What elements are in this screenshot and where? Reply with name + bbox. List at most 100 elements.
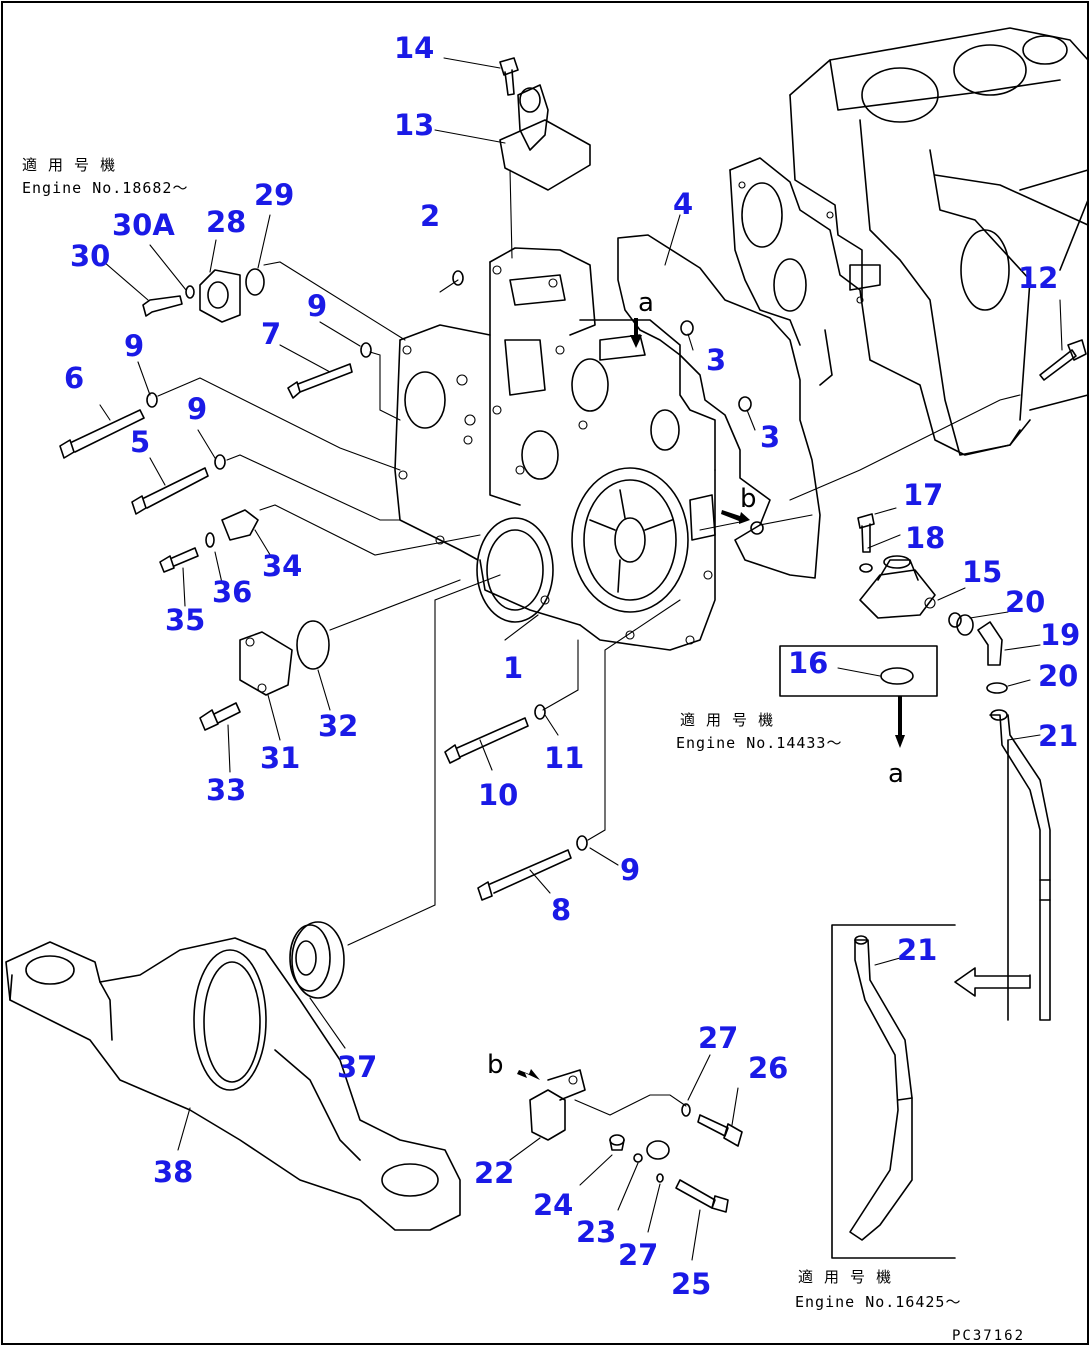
- callout-7: 7: [261, 317, 281, 351]
- callout-38: 38: [153, 1155, 193, 1189]
- engine-block: [789, 27, 1089, 456]
- timing-gear-case: [394, 247, 716, 651]
- callout-19: 19: [1040, 618, 1080, 652]
- callout-9c: 9: [187, 392, 207, 426]
- callout-18: 18: [905, 521, 945, 555]
- callout-33: 33: [206, 773, 246, 807]
- callout-20a: 20: [1005, 585, 1045, 619]
- callout-15: 15: [962, 555, 1002, 589]
- o-ring-3a: [680, 320, 694, 336]
- dowel-2: [452, 270, 464, 286]
- callout-13: 13: [394, 108, 434, 142]
- callout-21b: 21: [897, 933, 937, 967]
- callout-24: 24: [533, 1188, 573, 1222]
- oil-seal-37: [289, 921, 345, 999]
- callout-6: 6: [64, 361, 84, 395]
- callout-11: 11: [544, 741, 584, 775]
- callout-36: 36: [212, 575, 252, 609]
- bolt-17: [857, 513, 875, 573]
- marker-b-mid: [721, 510, 750, 524]
- bolt-25: [675, 1179, 729, 1213]
- callout-34: 34: [262, 549, 302, 583]
- gasket-outline: [617, 234, 821, 579]
- callout-30a: 30A: [112, 208, 175, 242]
- note-top-left-jp: 適 用 号 機: [22, 156, 116, 174]
- callout-4: 4: [673, 187, 693, 221]
- bolt-7: [287, 342, 372, 399]
- callout-3a: 3: [706, 343, 726, 377]
- clip-22: [529, 1069, 586, 1141]
- washer-27b: [656, 1173, 664, 1183]
- callout-29: 29: [254, 178, 294, 212]
- callout-25: 25: [671, 1267, 711, 1301]
- clip-20a: [948, 612, 962, 628]
- note-bottom-right-en: Engine No.16425～: [795, 1293, 961, 1311]
- bolt-5: [131, 454, 226, 515]
- cover-31: [199, 620, 330, 731]
- callout-31: 31: [260, 741, 300, 775]
- callout-9d: 9: [620, 853, 640, 887]
- arrow-a-icon: [895, 696, 905, 748]
- marker-b-label-mid: b: [740, 484, 757, 514]
- callout-5: 5: [130, 425, 150, 459]
- callout-27a: 27: [698, 1021, 738, 1055]
- marker-b-label-bottom: b: [487, 1050, 504, 1080]
- leader-lines: [99, 57, 1063, 1261]
- note-mid-right-en: Engine No.14433～: [676, 734, 842, 752]
- callout-2: 2: [420, 199, 440, 233]
- o-ring-3b: [738, 396, 752, 412]
- marker-a-label-top: a: [638, 288, 654, 318]
- inset-alternate-hose: [831, 924, 956, 1259]
- callout-17: 17: [903, 478, 943, 512]
- bolt-10: [444, 704, 546, 764]
- callout-12: 12: [1018, 261, 1058, 295]
- leader-16: [837, 667, 881, 677]
- bracket-13: [499, 84, 591, 191]
- callout-16: 16: [788, 646, 828, 680]
- note-mid-right-jp: 適 用 号 機: [680, 711, 774, 729]
- cover-28-group: [142, 268, 265, 323]
- callout-10: 10: [478, 778, 518, 812]
- callout-32: 32: [318, 709, 358, 743]
- callout-1: 1: [503, 651, 523, 685]
- arrow-left-icon: [954, 967, 1031, 997]
- callout-35: 35: [165, 603, 205, 637]
- ring-b: [750, 521, 764, 535]
- callout-8: 8: [551, 893, 571, 927]
- marker-a-label-bottom: a: [888, 759, 904, 789]
- callout-28: 28: [206, 205, 246, 239]
- clamp-23: [633, 1140, 670, 1163]
- hose-21: [989, 709, 1051, 1021]
- bolt-12: [1039, 339, 1087, 381]
- bolt-35: [159, 509, 259, 573]
- spacer-24: [609, 1134, 625, 1151]
- callout-22: 22: [474, 1156, 514, 1190]
- bolt-6: [59, 392, 158, 459]
- marker-a-top: [630, 318, 642, 348]
- callout-14: 14: [394, 31, 434, 65]
- callout-3b: 3: [760, 420, 780, 454]
- arrow-b-icon: [517, 1069, 540, 1080]
- o-ring-16: [880, 667, 914, 685]
- figure-code: PC37162: [952, 1328, 1025, 1344]
- callout-9b: 9: [124, 329, 144, 363]
- callout-9a: 9: [307, 289, 327, 323]
- callout-27b: 27: [618, 1238, 658, 1272]
- part-callouts: 14 13 29 30A 28 30 2 4 12 9 7 9 6 3 9 5 …: [64, 31, 1080, 1301]
- note-top-left-en: Engine No.18682～: [22, 179, 188, 197]
- elbow-19: [956, 614, 1008, 694]
- bolt-8: [477, 835, 588, 901]
- callout-30: 30: [70, 239, 110, 273]
- bolt-14: [499, 57, 519, 96]
- callout-23: 23: [576, 1215, 616, 1249]
- bolt-26: [681, 1103, 743, 1147]
- detail-box-16: [779, 645, 938, 697]
- flywheel-housing-plate: [729, 157, 1021, 456]
- callout-26: 26: [748, 1051, 788, 1085]
- thermostat-housing-15: [859, 555, 936, 619]
- callout-37: 37: [337, 1050, 377, 1084]
- callout-20b: 20: [1038, 659, 1078, 693]
